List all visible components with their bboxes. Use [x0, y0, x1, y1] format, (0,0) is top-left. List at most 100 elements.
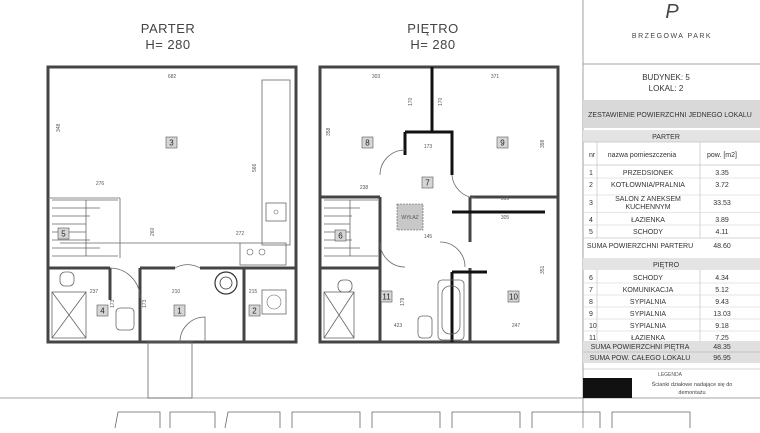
parter-sum: 48.60: [713, 243, 731, 250]
table-cell-area: 5.12: [715, 287, 729, 294]
pietro-sum: 48.35: [713, 344, 731, 351]
dim-label: 173: [142, 299, 148, 308]
room-number: 6: [338, 232, 343, 241]
brand-name: BRZEGOWA PARK: [632, 33, 712, 40]
dim-label: 179: [400, 297, 406, 306]
room-number: 8: [365, 139, 370, 148]
legend-text-1: Ścianki działowe nadające się do: [652, 380, 733, 388]
roof-hatch: [396, 203, 424, 231]
room-number: 5: [61, 230, 66, 239]
unit-label: LOKAL: 2: [649, 84, 684, 93]
dim-label: 566: [252, 163, 258, 172]
summary-heading: ZESTAWIENIE POWIERZCHNI JEDNEGO LOKALU: [588, 112, 752, 119]
dim-label: 272: [236, 231, 245, 237]
dim-label: 173: [110, 299, 116, 308]
table-cell-name: KOMUNIKACJA: [623, 287, 674, 294]
parter-sum-label: SUMA POWIERZCHNI PARTERU: [587, 243, 693, 250]
site-outline: [114, 411, 691, 429]
table-cell-area: 3.72: [715, 182, 729, 189]
building-label: BUDYNEK: 5: [642, 73, 690, 82]
total-area: 96.95: [713, 355, 731, 362]
pietro-height: H= 280: [410, 37, 455, 52]
dim-label: 215: [249, 289, 258, 295]
title-block: P BRZEGOWA PARK BUDYNEK: 5 LOKAL: 2 ZEST…: [583, 1, 760, 398]
col-nr: nr: [589, 152, 596, 159]
table-cell-area: 3.89: [715, 217, 729, 224]
table-cell-area: 9.43: [715, 299, 729, 306]
dim-label: 305: [501, 215, 510, 221]
table-cell-name: ŁAZIENKA: [631, 217, 665, 224]
dim-label: 348: [56, 123, 62, 132]
table-cell-area: 4.11: [715, 229, 728, 236]
dim-label: 276: [96, 181, 105, 187]
table-cell-area: 13.03: [713, 311, 731, 318]
dim-label: 260: [150, 227, 156, 236]
table-cell-name: SYPIALNIA: [630, 323, 667, 330]
dim-label: 303: [372, 74, 381, 80]
dim-label: 237: [90, 289, 99, 295]
table-cell-name: ŁAZIENKA: [631, 335, 665, 342]
pietro-section-label: PIĘTRO: [653, 262, 680, 269]
room-number: 11: [382, 293, 391, 302]
brand-logo: P: [665, 1, 679, 23]
table-cell-nr: 4: [589, 217, 593, 224]
pietro-plan: WYŁAZ 303 371 170 170 358 398 238 173 30…: [318, 65, 560, 344]
parter-section-label: PARTER: [652, 134, 680, 141]
hatch-label: WYŁAZ: [401, 215, 418, 221]
table-cell-nr: 8: [589, 299, 593, 306]
col-name: nazwa pomieszczenia: [608, 152, 677, 159]
dim-label: 170: [408, 97, 414, 106]
dim-label: 173: [424, 144, 433, 150]
parter-height: H= 280: [145, 37, 190, 52]
room-number: 10: [509, 293, 518, 302]
pietro-sum-label: SUMA POWIERZCHNI PIĘTRA: [591, 344, 690, 351]
legend-text-2: demontażu: [678, 390, 705, 396]
table-cell-name: KOTŁOWNIA/PRALNIA: [611, 182, 685, 189]
col-area: pow. [m2]: [707, 152, 737, 159]
table-cell-name: KUCHENNYM: [625, 204, 670, 211]
table-cell-name: SCHODY: [633, 229, 663, 236]
dim-label: 423: [394, 323, 403, 329]
table-cell-nr: 11: [589, 335, 596, 342]
total-label: SUMA POW. CAŁEGO LOKALU: [590, 355, 691, 362]
dim-label: 210: [172, 289, 181, 295]
room-number: 7: [425, 179, 430, 188]
dim-label: 398: [540, 139, 546, 148]
table-cell-nr: 2: [589, 182, 593, 189]
room-number: 1: [177, 307, 182, 316]
dim-label: 247: [512, 323, 521, 329]
stairs-pietro: [324, 199, 378, 257]
dim-label: 305: [501, 196, 510, 202]
dim-label: 358: [326, 127, 332, 136]
dim-label: 170: [438, 97, 444, 106]
table-cell-nr: 6: [589, 275, 593, 282]
table-cell-area: 33.53: [713, 200, 731, 207]
dim-label: 238: [360, 185, 369, 191]
table-cell-nr: 1: [589, 170, 593, 177]
parter-plan: 682 348 276 566 272 260 210 215 237 173 …: [46, 65, 298, 399]
table-cell-nr: 3: [589, 200, 593, 207]
dim-label: 145: [424, 234, 433, 240]
dim-label: 682: [168, 74, 177, 80]
room-number: 9: [500, 139, 505, 148]
table-cell-name: SCHODY: [633, 275, 663, 282]
room-number: 3: [169, 139, 174, 148]
dim-label: 351: [540, 265, 546, 274]
room-number: 2: [252, 307, 257, 316]
legend-swatch: [583, 378, 632, 398]
pietro-title: PIĘTRO: [407, 21, 458, 36]
room-number: 4: [100, 307, 105, 316]
table-cell-area: 4.34: [715, 275, 729, 282]
table-cell-area: 7.25: [715, 335, 729, 342]
table-cell-area: 9.18: [715, 323, 729, 330]
table-cell-name: PRZEDSIONEK: [623, 170, 674, 177]
table-cell-name: SYPIALNIA: [630, 299, 667, 306]
table-cell-nr: 5: [589, 229, 593, 236]
table-cell-nr: 9: [589, 311, 593, 318]
dim-label: 371: [491, 74, 500, 80]
parter-title: PARTER: [141, 21, 196, 36]
table-cell-nr: 10: [589, 323, 597, 330]
